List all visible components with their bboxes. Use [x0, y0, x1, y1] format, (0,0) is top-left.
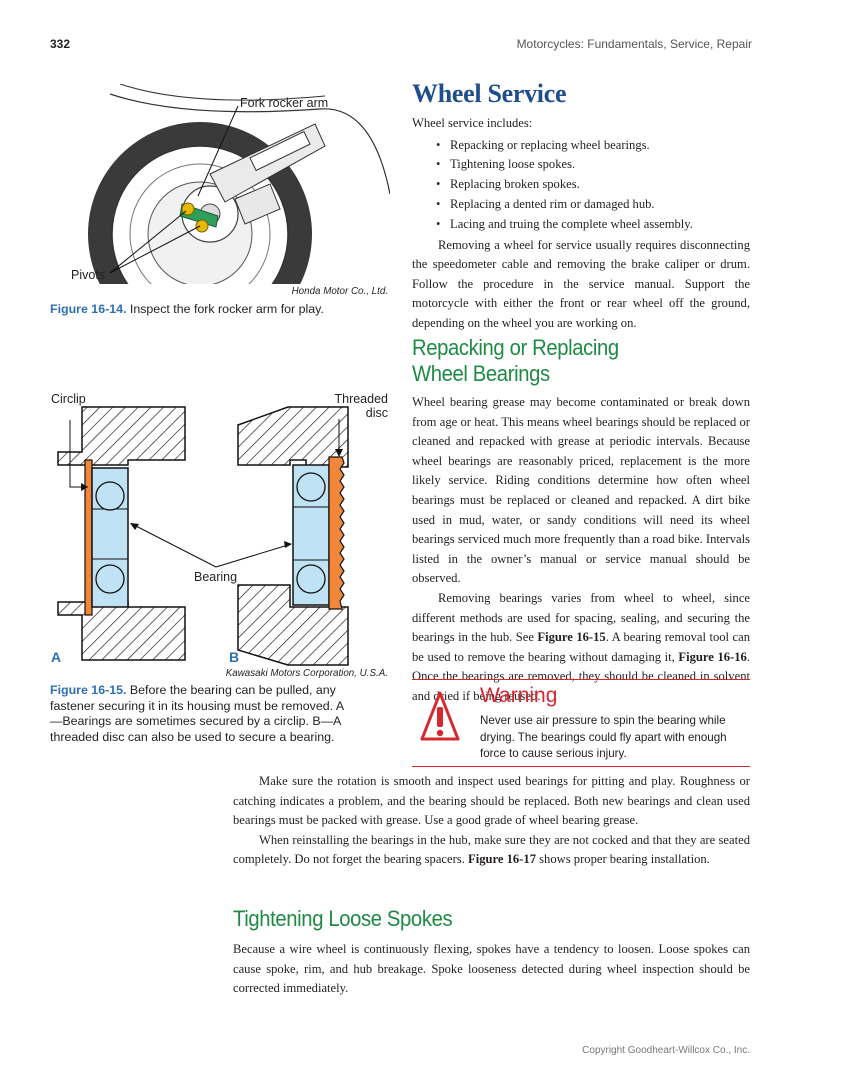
spokes-section: Tightening Loose Spokes Because a wire w…: [233, 906, 750, 999]
subsection-heading: Tightening Loose Spokes: [233, 906, 453, 931]
figure-credit: Honda Motor Co., Ltd.: [291, 286, 388, 297]
body-paragraph: When reinstalling the bearings in the hu…: [233, 831, 750, 870]
figure-reference: Figure 16-16: [678, 649, 747, 664]
body-paragraph: Because a wire wheel is continuously fle…: [233, 942, 750, 996]
figure-credit: Kawasaki Motors Corporation, U.S.A.: [225, 668, 388, 679]
body-paragraph: Make sure the rotation is smooth and ins…: [233, 774, 750, 828]
section-body: Wheel service includes: Repacking or rep…: [412, 114, 750, 334]
label-threaded-line-1: Threaded: [334, 392, 388, 406]
section-body: Because a wire wheel is continuously fle…: [233, 940, 750, 999]
figure-caption: Figure 16-14. Inspect the fork rocker ar…: [50, 302, 395, 318]
subsection-heading: Repacking or Replacing Wheel Bearings: [412, 335, 723, 387]
figure-16-14: [50, 84, 390, 299]
list-item: Repacking or replacing wheel bearings.: [436, 136, 750, 156]
body-paragraph: Removing a wheel for service usually req…: [412, 237, 750, 330]
panel-label-a: A: [51, 649, 62, 665]
label-fork-rocker-arm: Fork rocker arm: [240, 96, 329, 110]
warning-text: Never use air pressure to spin the beari…: [480, 714, 727, 761]
bottom-body: Make sure the rotation is smooth and ins…: [233, 772, 750, 870]
figure-reference: Figure 16-15: [537, 630, 606, 645]
wheel-service-section: Wheel Service Wheel service includes: Re…: [412, 79, 750, 334]
figure-caption-text: Inspect the fork rocker arm for play.: [129, 302, 324, 316]
figure-number: Figure 16-14.: [50, 302, 127, 316]
panel-label-b: B: [229, 649, 240, 665]
warning-title: Warning: [480, 684, 558, 707]
text-run: Removing bearings varies from wheel to w…: [412, 590, 750, 645]
repacking-section: Repacking or Replacing Wheel Bearings Wh…: [412, 335, 750, 707]
figure-reference: Figure 16-17: [468, 852, 536, 867]
page-number: 332: [50, 37, 71, 51]
heading-line-1: Repacking or Replacing: [412, 335, 619, 360]
text-run: . A bearing removal tool can be used to …: [412, 630, 751, 664]
list-item: Replacing a dented rim or damaged hub.: [436, 195, 750, 215]
copyright-notice: Copyright Goodheart-Willcox Co., Inc.: [582, 1045, 750, 1056]
figure-16-15: [48, 395, 393, 680]
label-circlip: Circlip: [51, 392, 86, 406]
list-item: Tightening loose spokes.: [436, 155, 750, 175]
section-heading: Wheel Service: [412, 79, 567, 108]
warning-bottom-rule: [412, 766, 750, 767]
body-paragraph: Wheel bearing grease may become contamin…: [412, 395, 750, 586]
label-bearing: Bearing: [194, 570, 238, 584]
heading-line-2: Wheel Bearings: [412, 361, 550, 386]
warning-icon: [420, 690, 460, 745]
fork-rocker-arm-illustration: [88, 84, 390, 284]
warning-top-rule: [412, 679, 750, 680]
label-threaded-disc: Threaded disc: [333, 392, 388, 420]
intro-paragraph: Wheel service includes:: [412, 116, 533, 130]
text-run: shows proper bearing installation.: [536, 852, 710, 867]
body-paragraph: Removing bearings varies from wheel to w…: [412, 589, 750, 707]
running-header: Motorcycles: Fundamentals, Service, Repa…: [516, 37, 752, 51]
section-body: Wheel bearing grease may become contamin…: [412, 393, 750, 707]
text-run: When reinstalling the bearings in the hu…: [233, 832, 750, 867]
service-list: Repacking or replacing wheel bearings. T…: [412, 136, 750, 235]
figure-caption: Figure 16-15. Before the bearing can be …: [50, 683, 350, 745]
bearing-retainer-illustration: [57, 406, 349, 666]
figure-caption-text: Before the bearing can be pulled, any fa…: [50, 683, 345, 744]
label-pivots: Pivots: [71, 268, 106, 282]
list-item: Replacing broken spokes.: [436, 175, 750, 195]
figure-number: Figure 16-15.: [50, 683, 127, 697]
label-threaded-line-2: disc: [365, 406, 388, 420]
list-item: Lacing and truing the complete wheel ass…: [436, 215, 750, 235]
